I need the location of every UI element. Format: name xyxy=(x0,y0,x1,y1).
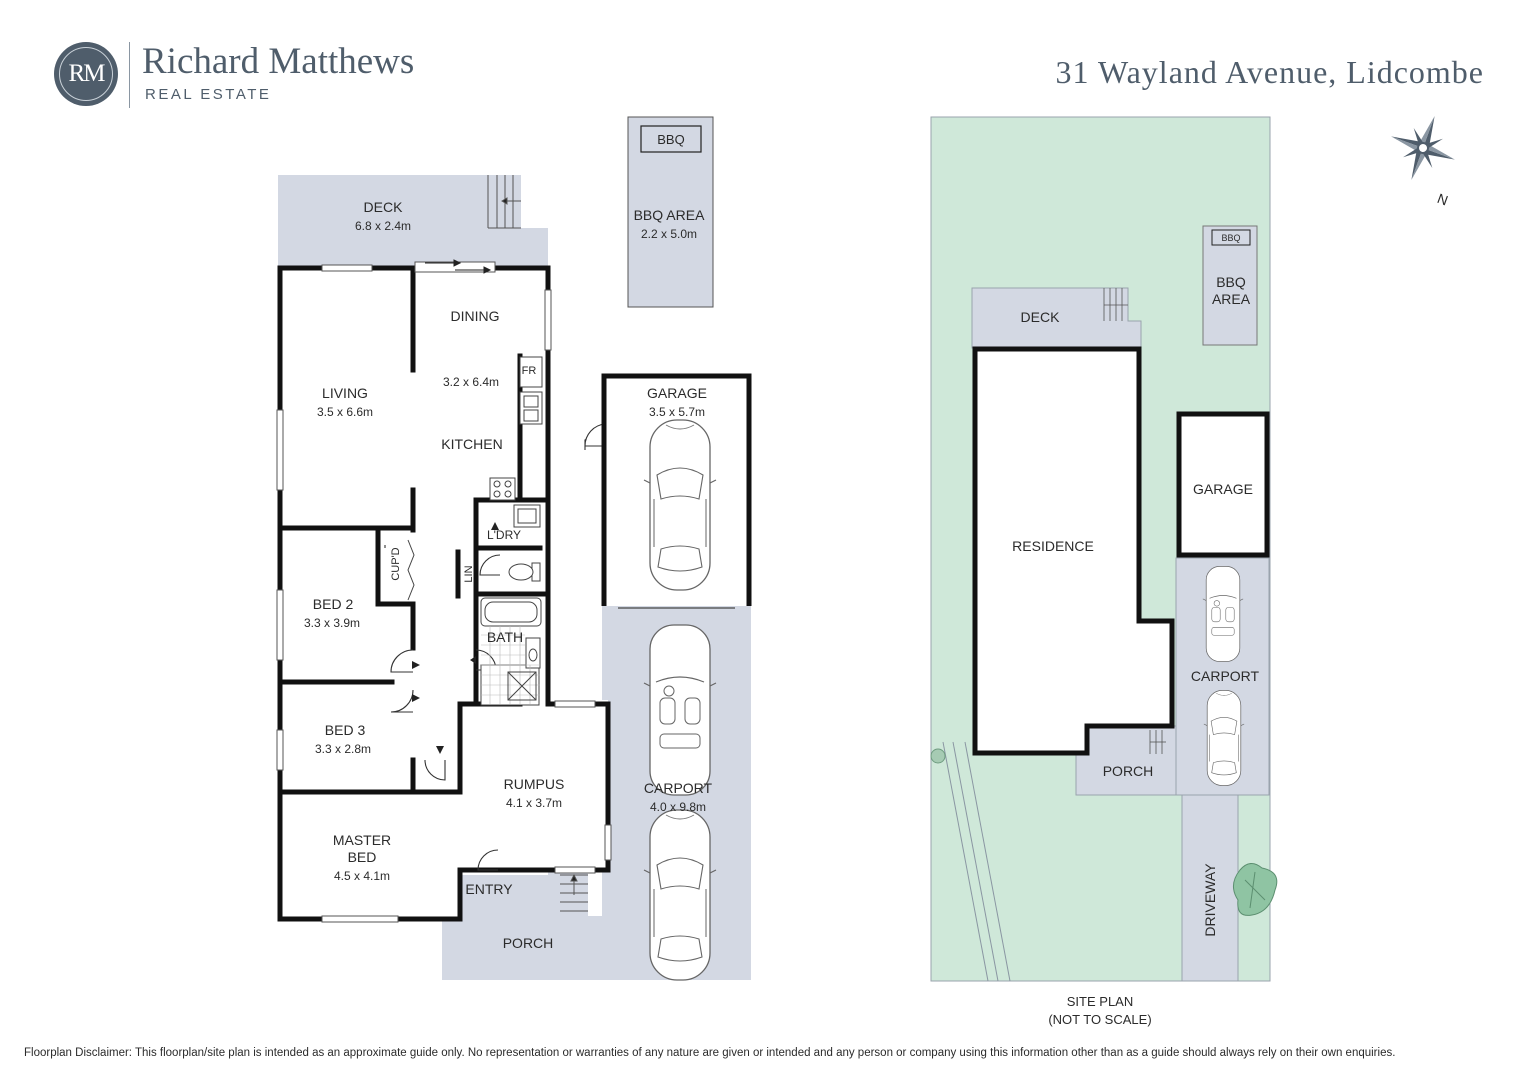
garage-walls xyxy=(601,373,752,606)
bbq-area-size: 2.2 x 5.0m xyxy=(641,227,697,241)
porch-area xyxy=(442,870,608,980)
bathroom-tiles xyxy=(481,626,540,704)
bath-label: BATH xyxy=(487,629,523,645)
brand-logo-icon: RM xyxy=(54,42,118,106)
master-bed-label-1: MASTER xyxy=(333,832,391,848)
site-driveway-label: DRIVEWAY xyxy=(1202,863,1218,937)
laundry-label: L'DRY xyxy=(487,528,521,542)
site-path-lines xyxy=(942,741,1011,982)
garage-label: GARAGE xyxy=(647,385,707,401)
floorplan-disclaimer: Floorplan Disclaimer: This floorplan/sit… xyxy=(24,1047,1396,1059)
master-bed-label-2: BED xyxy=(348,849,377,865)
carport-car-2-icon xyxy=(643,809,717,981)
bed2-label: BED 2 xyxy=(313,596,354,612)
compass-north-label: N xyxy=(1435,190,1450,208)
site-garage-label: GARAGE xyxy=(1193,481,1253,497)
house-footprint xyxy=(280,268,608,919)
porch-steps xyxy=(560,873,588,912)
bbq-label: BBQ xyxy=(657,132,684,147)
sliding-door xyxy=(425,259,492,274)
linen-label: LIN xyxy=(463,565,475,582)
logo-divider xyxy=(129,42,130,108)
deck-stairs xyxy=(487,175,521,229)
site-deck-label: DECK xyxy=(1021,309,1061,325)
site-car-1-icon xyxy=(1202,566,1244,662)
bbq-area-label: BBQ AREA xyxy=(634,207,705,223)
site-porch-label: PORCH xyxy=(1103,763,1154,779)
garage-size: 3.5 x 5.7m xyxy=(649,405,705,419)
plant-icon xyxy=(930,748,946,764)
carport-car-1-icon xyxy=(643,624,717,796)
site-garage xyxy=(1176,411,1270,558)
site-car-2-icon xyxy=(1203,690,1245,786)
bed3-size: 3.3 x 2.8m xyxy=(315,742,371,756)
bed2-size: 3.3 x 3.9m xyxy=(304,616,360,630)
porch-label: PORCH xyxy=(503,935,554,951)
rumpus-size: 4.1 x 3.7m xyxy=(506,796,562,810)
compass-rose-icon xyxy=(1391,116,1455,180)
site-carport-label: CARPORT xyxy=(1191,668,1260,684)
site-bbq-area-label-2: AREA xyxy=(1212,291,1251,307)
entry-label: ENTRY xyxy=(465,881,513,897)
site-plan-title-2: (NOT TO SCALE) xyxy=(1048,1012,1151,1027)
brand-monogram: RM xyxy=(59,47,113,101)
living-label: LIVING xyxy=(322,385,368,401)
deck-area xyxy=(278,175,548,268)
site-bbq-label: BBQ xyxy=(1221,233,1240,243)
dining-label: DINING xyxy=(451,308,500,324)
deck-label: DECK xyxy=(364,199,404,215)
brand-name: Richard Matthews xyxy=(142,41,415,82)
fridge-label: FR xyxy=(522,365,537,377)
cupboard-label: CUP'D xyxy=(390,547,402,580)
windows xyxy=(276,261,612,923)
bed3-label: BED 3 xyxy=(325,722,366,738)
site-bbq-area-label-1: BBQ xyxy=(1216,274,1246,290)
living-size: 3.5 x 6.6m xyxy=(317,405,373,419)
kitchen-label: KITCHEN xyxy=(441,436,502,452)
site-deck xyxy=(971,287,1142,349)
carport-size: 4.0 x 9.8m xyxy=(650,800,706,814)
bbq-unit xyxy=(640,125,702,153)
tree-icon xyxy=(1233,863,1278,916)
site-porch xyxy=(1075,725,1177,796)
property-address: 31 Wayland Avenue, Lidcombe xyxy=(1055,54,1484,90)
site-residence xyxy=(972,346,1175,756)
garage-car-icon xyxy=(643,419,717,591)
site-driveway xyxy=(1181,794,1239,982)
master-bed-size: 4.5 x 4.1m xyxy=(334,869,390,883)
site-bbq-area xyxy=(1202,225,1258,346)
rumpus-label: RUMPUS xyxy=(504,776,565,792)
deck-size: 6.8 x 2.4m xyxy=(355,219,411,233)
site-residence-label: RESIDENCE xyxy=(1012,538,1094,554)
dining-size: 3.2 x 6.4m xyxy=(443,375,499,389)
site-plan-title-1: SITE PLAN xyxy=(1067,994,1133,1009)
carport-label: CARPORT xyxy=(644,780,713,796)
brand-tagline: REAL ESTATE xyxy=(145,86,272,103)
